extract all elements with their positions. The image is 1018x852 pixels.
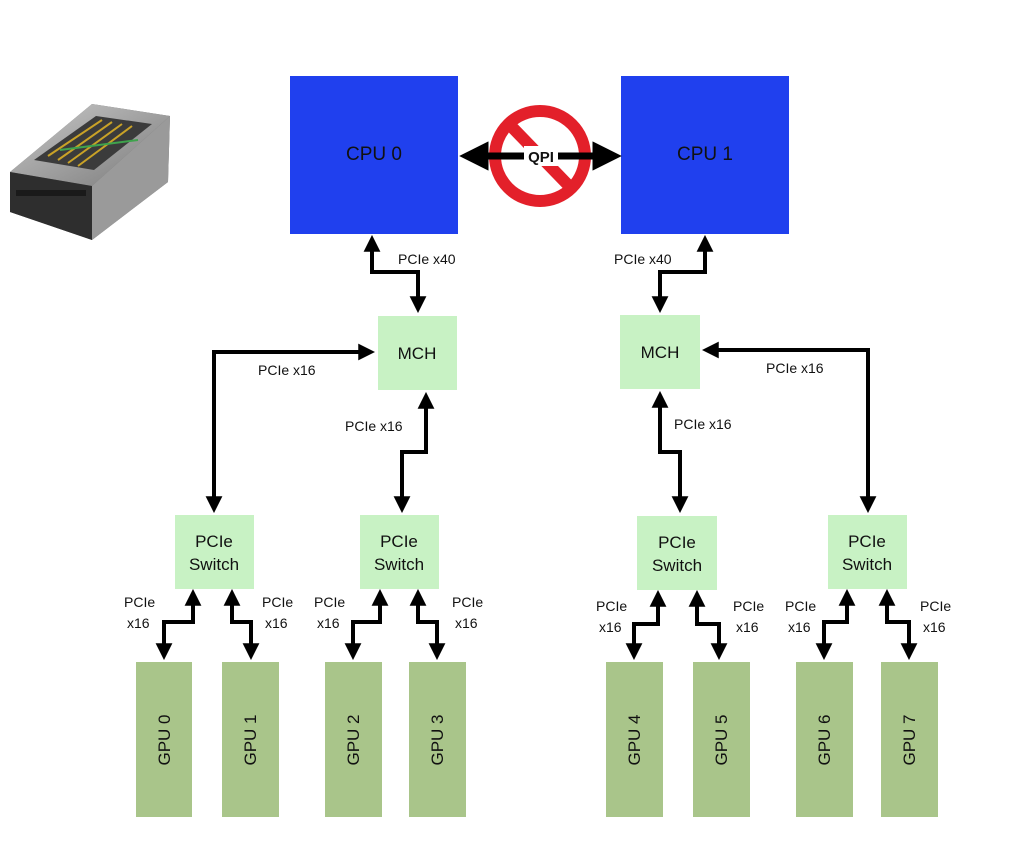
switch0-gpu1-link: [223, 588, 260, 661]
switch-0-box: [175, 515, 254, 589]
s1-left-l2: x16: [317, 615, 340, 631]
s0-left-l2: x16: [127, 615, 150, 631]
switch-2-box: [637, 516, 717, 590]
qpi-label-bg: [524, 146, 558, 166]
s1-left-l1: PCIe: [314, 594, 345, 610]
switch2-gpu4-link: [625, 589, 667, 661]
gpu-7-card: GPU 7: [881, 662, 938, 817]
s0-left-l1: PCIe: [124, 594, 155, 610]
gpu-2-label: GPU 2: [344, 714, 363, 765]
mch-left-label: MCH: [398, 344, 437, 363]
switch1-gpu3-link: [409, 588, 446, 661]
mch-right-switch2-link: [651, 390, 689, 514]
cpu1-mch-link: [651, 234, 714, 314]
cpu-0-label: CPU 0: [346, 144, 402, 165]
switch-3-box: [828, 515, 907, 589]
cpu1-link-label: PCIe x40: [614, 251, 672, 267]
mch-right-switch3-link: [701, 341, 877, 514]
gpu-3-label: GPU 3: [428, 714, 447, 765]
switch3-gpu6-link: [815, 588, 856, 661]
gpu-1-label: GPU 1: [241, 714, 260, 765]
switch1-gpu2-link: [344, 588, 389, 661]
s2-left-l2: x16: [599, 619, 622, 635]
gpu-5-card: GPU 5: [693, 662, 750, 817]
mch-left-box: [378, 316, 457, 390]
switch-0-line2: Switch: [189, 555, 239, 574]
mch-left-switch1-link: [393, 391, 435, 514]
gpu-2-card: GPU 2: [325, 662, 382, 817]
gpu-4-label: GPU 4: [625, 714, 644, 765]
switch-3-line2: Switch: [842, 555, 892, 574]
gpu-0-label: GPU 0: [155, 714, 174, 765]
gpu-7-label: GPU 7: [900, 714, 919, 765]
switch-2-line1: PCIe: [658, 533, 696, 552]
s1-right-l2: x16: [455, 615, 478, 631]
s3-left-l1: PCIe: [785, 598, 816, 614]
s2-left-l1: PCIe: [596, 598, 627, 614]
mch-left-switch0-link: [205, 343, 376, 514]
s1-right-l1: PCIe: [452, 594, 483, 610]
cpu0-mch-link: [363, 234, 427, 314]
mch-right-label: MCH: [641, 343, 680, 362]
mch-left-outer-label: PCIe x16: [258, 362, 316, 378]
gpu-6-label: GPU 6: [815, 714, 834, 765]
mch-left-inner-label: PCIe x16: [345, 418, 403, 434]
s0-right-l1: PCIe: [262, 594, 293, 610]
s2-right-l1: PCIe: [733, 598, 764, 614]
mch-right-inner-label: PCIe x16: [674, 416, 732, 432]
mch-right-outer-label: PCIe x16: [766, 360, 824, 376]
s0-right-l2: x16: [265, 615, 288, 631]
server-chassis-icon: [10, 104, 170, 240]
switch3-gpu7-link: [878, 588, 918, 661]
switch0-gpu0-link: [155, 588, 202, 661]
switch-2-line2: Switch: [652, 556, 702, 575]
switch2-gpu5-link: [688, 589, 728, 661]
s2-right-l2: x16: [736, 619, 759, 635]
gpu-1-card: GPU 1: [222, 662, 279, 817]
cpu-1-box: [621, 76, 789, 234]
switch-1-line2: Switch: [374, 555, 424, 574]
s3-right-l1: PCIe: [920, 598, 951, 614]
switch-3-line1: PCIe: [848, 532, 886, 551]
gpu-3-card: GPU 3: [409, 662, 466, 817]
gpu-0-card: GPU 0: [136, 662, 192, 817]
cpu0-link-label: PCIe x40: [398, 251, 456, 267]
mch-right-box: [620, 315, 700, 389]
switch-1-line1: PCIe: [380, 532, 418, 551]
s3-right-l2: x16: [923, 619, 946, 635]
switch-1-box: [360, 515, 439, 589]
qpi-label: QPI: [528, 149, 554, 166]
gpu-5-label: GPU 5: [712, 714, 731, 765]
switch-0-line1: PCIe: [195, 532, 233, 551]
gpu-6-card: GPU 6: [796, 662, 853, 817]
gpu-4-card: GPU 4: [606, 662, 663, 817]
s3-left-l2: x16: [788, 619, 811, 635]
cpu-0-box: [290, 76, 458, 234]
cpu-1-label: CPU 1: [677, 144, 733, 165]
